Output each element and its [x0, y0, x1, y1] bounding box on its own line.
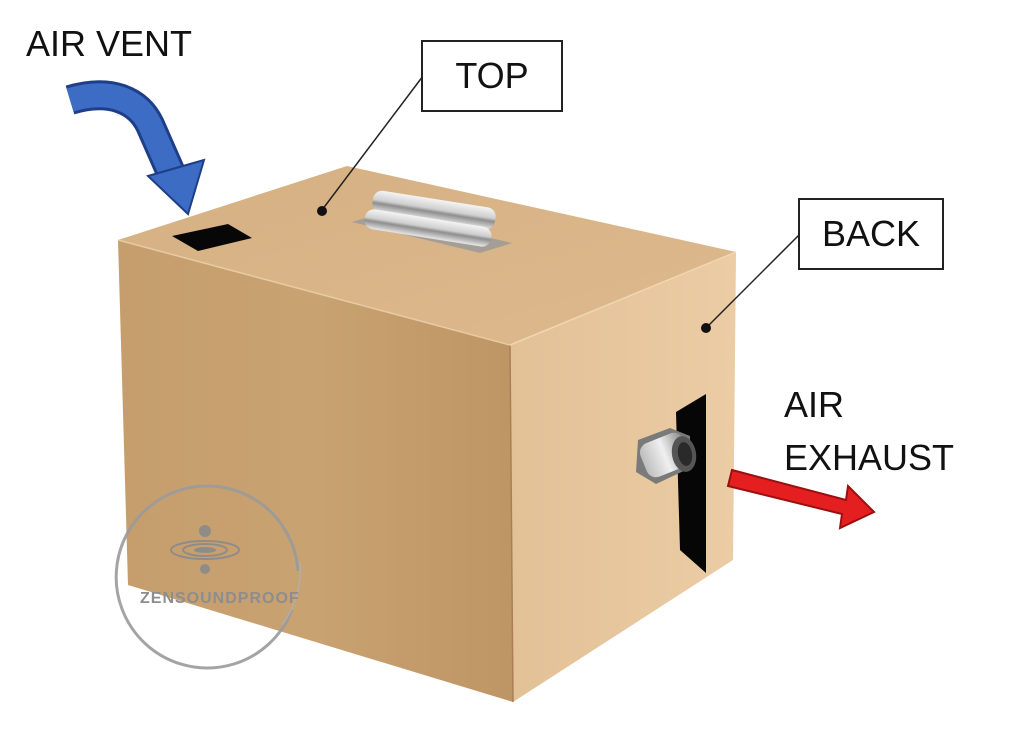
handle — [352, 190, 512, 253]
back-leader-dot — [701, 323, 711, 333]
back-leader-line — [705, 233, 801, 329]
back-label-box: BACK — [798, 198, 944, 270]
air-exhaust-label-line1: AIR — [784, 384, 845, 425]
watermark-text: ZENSOUNDPROOF — [140, 590, 300, 607]
exhaust-pipe — [636, 428, 697, 484]
back-label: BACK — [821, 213, 921, 254]
top-leader-line — [321, 75, 424, 211]
exhaust-opening — [676, 394, 706, 573]
air-exhaust-label-line2: EXHAUST — [784, 437, 955, 478]
box-edge — [509, 344, 514, 703]
box-edge — [509, 251, 737, 346]
top-leader-dot — [317, 206, 327, 216]
box-back-face — [510, 252, 736, 702]
box-edge — [117, 239, 511, 346]
air-vent-arrow — [65, 80, 206, 216]
air-vent-label: AIR VENT — [26, 23, 193, 64]
zensoundproof-logo — [114, 484, 302, 670]
top-label: TOP — [455, 55, 529, 96]
top-label-box: TOP — [421, 40, 563, 112]
air-vent-hole — [172, 224, 252, 251]
box-front-face — [118, 240, 513, 702]
air-exhaust-arrow — [726, 468, 876, 530]
box-top-face — [118, 166, 736, 345]
air-exhaust-label: AIR EXHAUST — [784, 378, 954, 484]
